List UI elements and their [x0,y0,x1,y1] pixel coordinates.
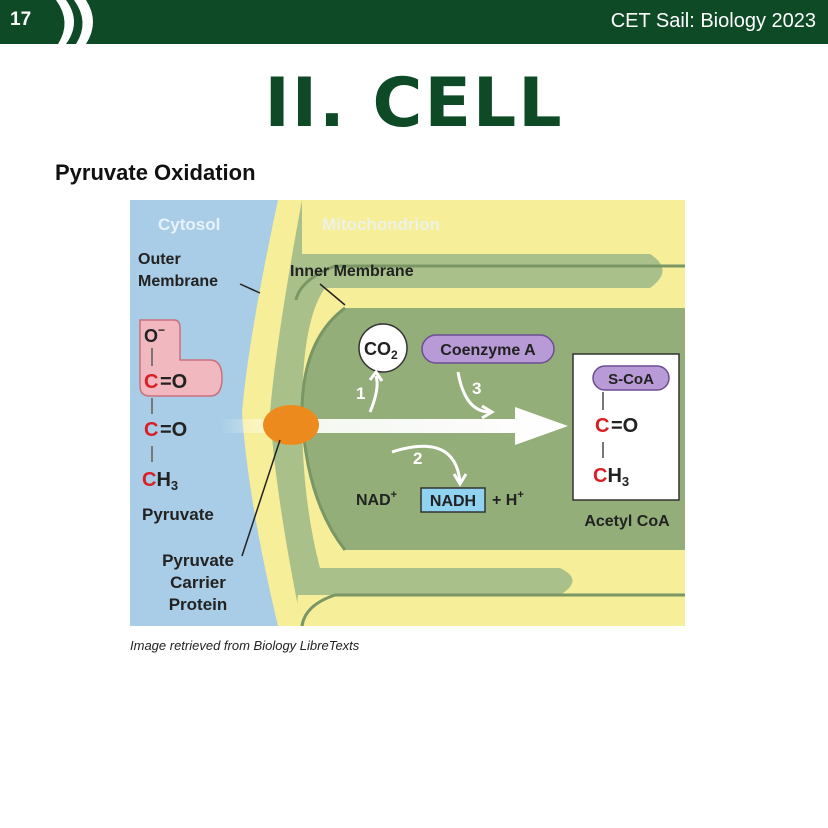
carrier-label-3: Protein [169,595,228,614]
step-1-arrow-icon [368,375,379,413]
pyruvate-carrier-protein [263,405,319,445]
reaction-arrow-icon [220,407,568,445]
coenzyme-a-label: Coenzyme A [440,342,536,359]
inner-membrane-label: Inner Membrane [290,263,414,280]
cytosol-label: Cytosol [158,215,220,234]
nad-label: NAD+ [356,489,397,509]
nadh-label: NADH [430,493,476,510]
step-2-label: 2 [413,449,422,468]
carrier-label-2: Carrier [170,573,226,592]
step-1-label: 1 [356,384,365,403]
page-heading: II. CELL [264,64,564,143]
figure-caption: Image retrieved from Biology LibreTexts [130,638,360,653]
mitochondrion-label: Mitochondrion [322,215,440,234]
header-bar [0,0,828,44]
pyruvate-o-minus: O− [144,323,165,346]
acetyl-methyl: CH3 [593,465,629,489]
pyruvate-double-bond-2: =O [160,419,187,441]
nadh-box [420,487,486,513]
pyruvate-carbon-2: C [144,419,158,441]
step-3-label: 3 [472,379,481,398]
outer-membrane-label-1: Outer [138,251,181,268]
outer-membrane-label-2: Membrane [138,273,218,290]
step-3-arrow-icon [456,371,491,414]
header-swoosh-icon [56,0,93,44]
plus-h-label: + H+ [492,489,524,509]
pyruvate-oxidation-diagram: Cytosol Mitochondrion Outer Membrane Inn… [130,200,685,626]
pyruvate-label: Pyruvate [142,505,214,524]
pyruvate-double-bond-1: =O [160,371,187,393]
carrier-label-1: Pyruvate [162,551,234,570]
co2-circle [358,323,408,373]
s-coa-pill [592,365,670,391]
pyruvate-methyl: CH3 [142,469,178,493]
coenzyme-a-pill [421,334,555,364]
carboxyl-group-highlight [139,319,223,397]
acetyl-double-bond: =O [611,415,638,437]
page-number: 17 [10,9,32,30]
pyruvate-carbon-1: C [144,371,158,393]
co2-label: CO2 [364,339,398,362]
acetyl-carbon-1: C [595,415,609,437]
header-title: CET Sail: Biology 2023 [610,10,816,32]
step-2-arrow-icon [391,444,462,483]
section-title: Pyruvate Oxidation [55,160,256,185]
acetyl-coa-label: Acetyl CoA [584,513,670,530]
s-coa-label: S-CoA [608,371,654,388]
